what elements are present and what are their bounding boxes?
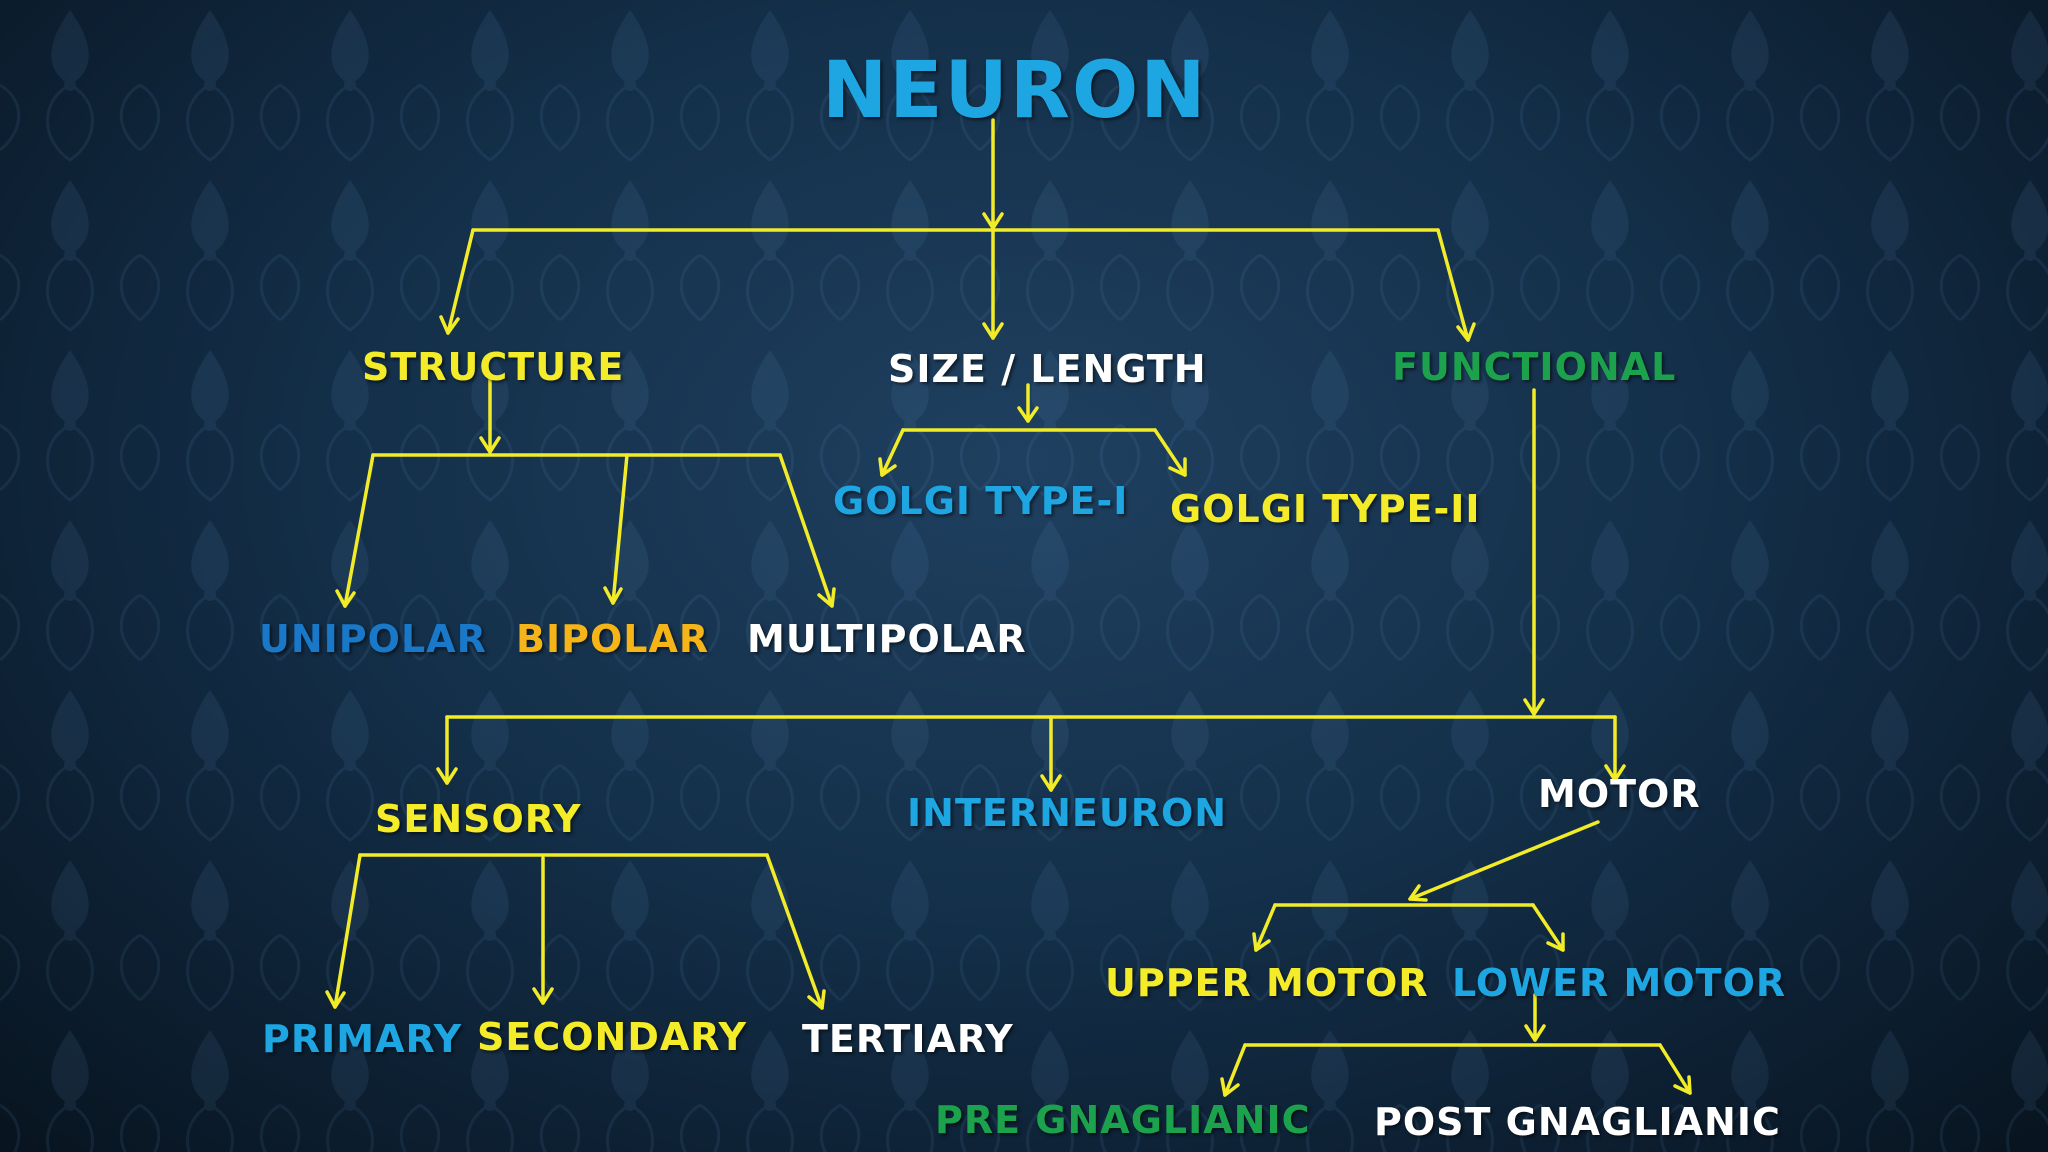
- arrow-to-golgi2: [1153, 428, 1187, 477]
- node-functional: FUNCTIONAL: [1392, 345, 1677, 389]
- arrowhead-pre: [1220, 1077, 1240, 1097]
- motor-diagonal: [1408, 820, 1600, 901]
- node-upper-motor: UPPER MOTOR: [1105, 961, 1429, 1005]
- node-multipolar: MULTIPOLAR: [747, 617, 1027, 661]
- arrowhead-structure: [439, 315, 460, 335]
- arrowhead-post: [1673, 1075, 1692, 1095]
- lower-stem-head: [1524, 1024, 1546, 1042]
- arrow-to-primary: [333, 853, 362, 1009]
- node-bipolar: BIPOLAR: [516, 617, 710, 661]
- node-post-ganglionic: POST GNAGLIANIC: [1374, 1100, 1781, 1144]
- arrowhead-lower: [1546, 932, 1565, 952]
- arrowhead-size: [982, 322, 1004, 340]
- size-stem-head: [1017, 406, 1039, 423]
- node-size-length: SIZE / LENGTH: [888, 347, 1207, 391]
- arrowhead-multipolar: [817, 587, 836, 608]
- diagram-title: NEURON: [822, 46, 1208, 136]
- node-tertiary: TERTIARY: [802, 1017, 1014, 1061]
- structure-stem-head: [479, 436, 501, 454]
- node-lower-motor: LOWER MOTOR: [1452, 961, 1787, 1005]
- arrowhead-interneuron: [1040, 774, 1062, 792]
- arrowhead-functional: [1456, 322, 1476, 342]
- arrowhead-golgi2: [1168, 457, 1187, 477]
- title-arrowhead: [982, 212, 1004, 230]
- arrow-to-functional: [1436, 228, 1470, 342]
- arrow-to-golgi1: [880, 428, 905, 477]
- node-primary: PRIMARY: [262, 1017, 463, 1061]
- arrowhead-secondary: [532, 987, 554, 1005]
- node-sensory: SENSORY: [375, 797, 582, 841]
- node-unipolar: UNIPOLAR: [259, 617, 487, 661]
- node-structure: STRUCTURE: [362, 345, 625, 389]
- arrowhead-golgi1: [878, 457, 897, 477]
- node-motor: MOTOR: [1538, 772, 1701, 816]
- arrow-to-multipolar: [778, 453, 834, 608]
- arrow-to-bipolar: [611, 453, 629, 605]
- arrow-to-unipolar: [343, 453, 375, 608]
- node-pre-ganglionic: PRE GNAGLIANIC: [935, 1098, 1311, 1142]
- arrowhead-motor: [1604, 764, 1626, 782]
- arrow-to-upper: [1254, 903, 1277, 952]
- arrow-to-lower: [1531, 903, 1565, 952]
- motor-diagonal-head: [1408, 884, 1428, 902]
- arrowhead-primary: [325, 990, 346, 1009]
- arrow-to-structure: [446, 228, 475, 335]
- node-golgi-type-2: GOLGI TYPE-II: [1170, 487, 1481, 531]
- arrowhead-sensory: [436, 767, 458, 785]
- arrow-to-pre: [1223, 1043, 1247, 1097]
- arrowhead-unipolar: [335, 589, 356, 608]
- node-golgi-type-1: GOLGI TYPE-I: [833, 479, 1129, 523]
- arrow-to-tertiary: [765, 853, 824, 1010]
- arrowhead-upper: [1252, 932, 1271, 952]
- arrowhead-tertiary: [807, 989, 826, 1010]
- node-interneuron: INTERNEURON: [907, 791, 1228, 835]
- node-secondary: SECONDARY: [477, 1015, 747, 1059]
- functional-stem-head: [1523, 698, 1545, 716]
- arrowhead-bipolar: [603, 586, 623, 605]
- arrow-to-post: [1658, 1043, 1692, 1095]
